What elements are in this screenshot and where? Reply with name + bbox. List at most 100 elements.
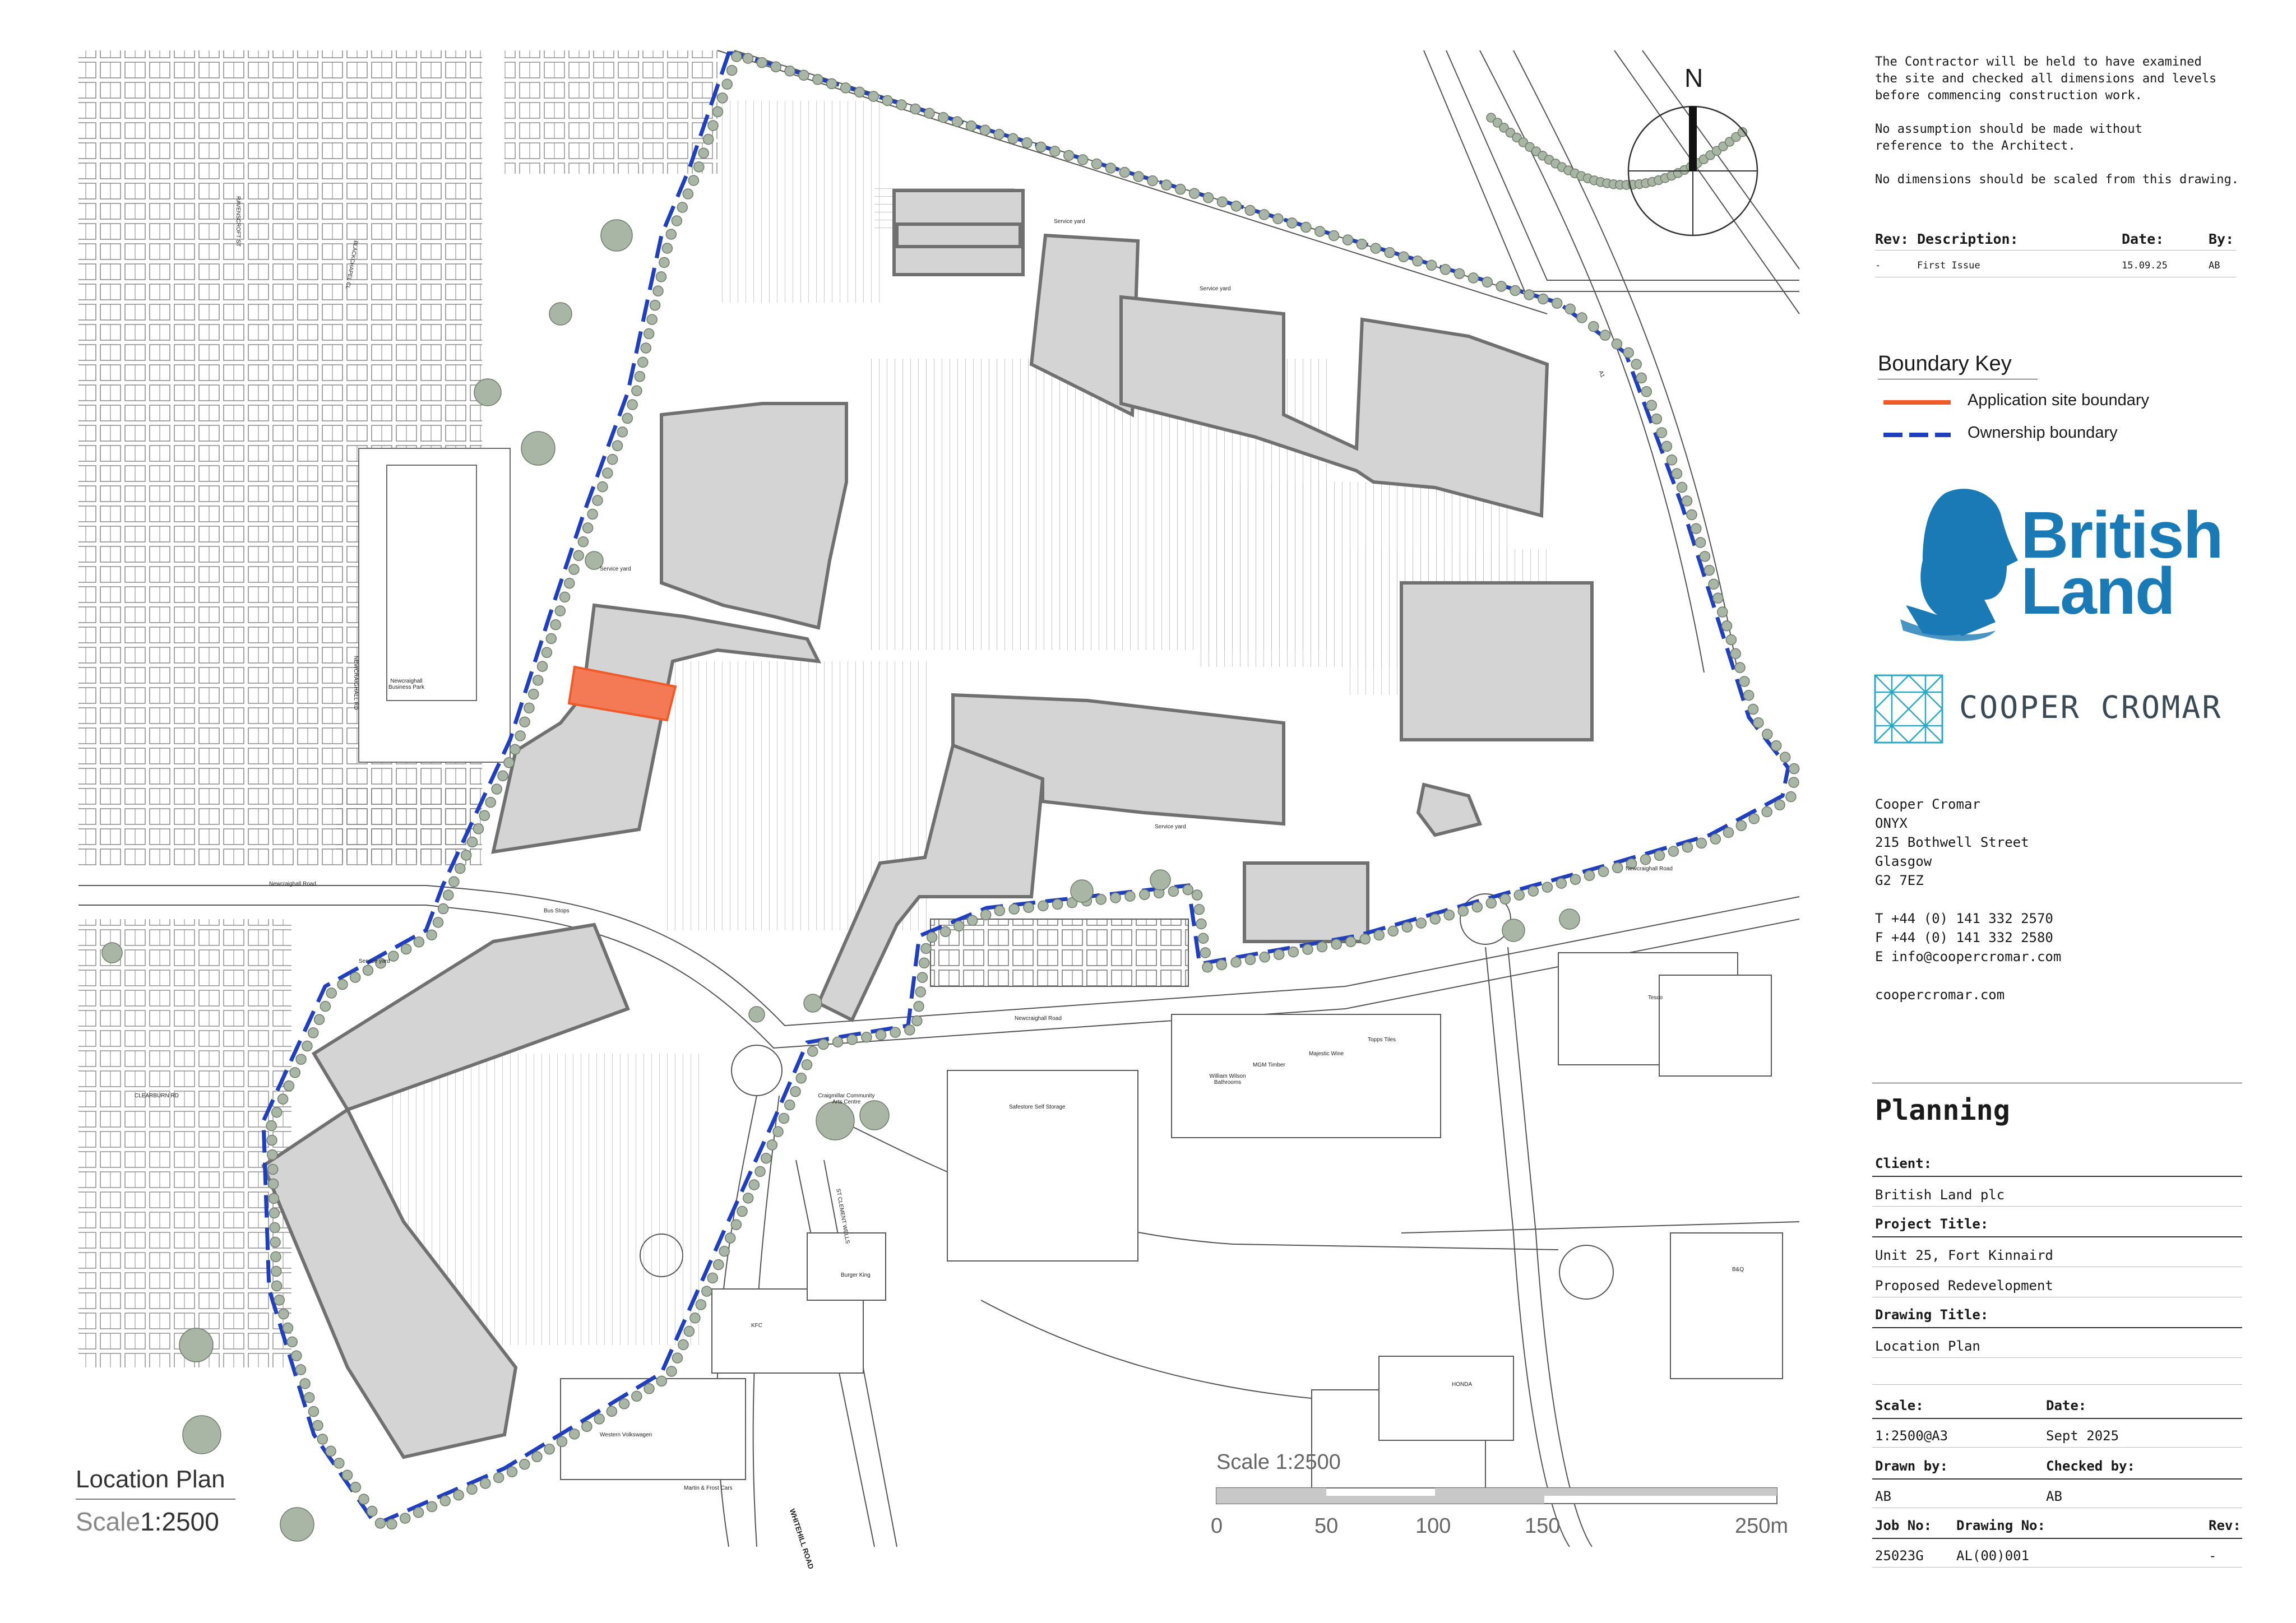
rev-value: - <box>2209 1548 2217 1564</box>
tree <box>515 730 526 741</box>
tree <box>581 1421 592 1432</box>
tree <box>730 1219 742 1231</box>
tree <box>366 1505 378 1517</box>
tree <box>965 120 977 132</box>
tree <box>1710 833 1721 845</box>
roads <box>78 50 1800 1547</box>
tree <box>544 1444 555 1455</box>
tree <box>1564 303 1576 315</box>
stage-title: Planning <box>1875 1094 2010 1126</box>
tree <box>784 65 795 77</box>
tree <box>644 1383 655 1394</box>
tree <box>1584 870 1595 881</box>
tree <box>1641 386 1652 397</box>
tree <box>358 1494 369 1505</box>
tree <box>678 1339 689 1351</box>
tree <box>1230 957 1242 968</box>
checked-value: AB <box>2046 1488 2062 1504</box>
map-scale-text: Scale1:2500 <box>76 1506 219 1537</box>
tree <box>826 78 837 90</box>
tree <box>1588 321 1599 332</box>
tree <box>659 257 670 268</box>
tree <box>268 1193 280 1204</box>
tree <box>1401 921 1413 933</box>
website-link[interactable]: coopercromar.com <box>1875 987 2005 1003</box>
tree <box>784 1099 795 1111</box>
tree <box>320 1000 331 1012</box>
tree <box>1110 892 1121 903</box>
project-value-line2: Proposed Redevelopment <box>1875 1278 2053 1293</box>
tree <box>577 536 589 548</box>
tree <box>270 1251 281 1263</box>
email-link[interactable]: E info@coopercromar.com <box>1875 949 2062 964</box>
tree <box>594 1413 605 1425</box>
tree <box>702 133 714 145</box>
label-kfc: KFC <box>751 1323 762 1329</box>
tree <box>748 1006 765 1023</box>
date-value: Sept 2025 <box>2046 1428 2119 1444</box>
tree <box>1370 243 1381 254</box>
tree <box>519 1459 530 1470</box>
tree <box>801 1059 813 1070</box>
tree <box>399 1513 411 1524</box>
label-tesco: Tesco <box>1648 995 1663 1001</box>
contractor-notes: The Contractor will be held to have exam… <box>1875 54 2239 188</box>
tree <box>313 1014 325 1026</box>
tree <box>1734 662 1746 673</box>
tree <box>308 1406 320 1417</box>
checked-label: Checked by: <box>2046 1458 2135 1474</box>
tree <box>1779 752 1791 763</box>
tree <box>1425 259 1437 271</box>
rev-header: By: <box>2209 231 2234 247</box>
tree <box>756 57 768 68</box>
tree <box>1785 791 1797 803</box>
south-commercial <box>560 919 1783 1491</box>
label-service-yard: Service yard <box>1054 219 1085 225</box>
tree <box>1492 118 1503 128</box>
tree <box>1770 740 1782 752</box>
tree <box>1216 196 1228 208</box>
tree <box>795 1073 807 1084</box>
address-line: G2 7EZ <box>1875 873 1924 888</box>
label-business-park: Newcraighall Business Park <box>388 678 424 690</box>
tree <box>1731 132 1741 142</box>
tree <box>1124 891 1136 902</box>
tree <box>1150 869 1171 891</box>
tree <box>712 1259 724 1270</box>
scale-word: Scale <box>76 1507 141 1536</box>
tree <box>506 1466 518 1477</box>
tree <box>627 399 638 410</box>
tree <box>1612 862 1623 874</box>
tree <box>1182 884 1194 896</box>
tree <box>1007 133 1019 145</box>
tree <box>1788 777 1799 788</box>
tree <box>532 675 544 686</box>
tree <box>1038 900 1049 912</box>
british-land-line2: Land <box>2021 554 2175 628</box>
tree <box>1631 359 1642 370</box>
client-value: British Land plc <box>1875 1187 2005 1203</box>
tree <box>1646 400 1658 411</box>
tree <box>362 964 374 976</box>
tree <box>1398 251 1409 262</box>
tree <box>1599 330 1611 341</box>
tree <box>1636 372 1647 384</box>
tree <box>915 986 927 998</box>
tree <box>460 850 472 861</box>
british-land-logo-text: British Land <box>2021 502 2224 628</box>
tree <box>1739 676 1750 687</box>
tree <box>1052 898 1063 910</box>
tree <box>1505 128 1516 138</box>
tree <box>1188 188 1200 199</box>
tree <box>1412 255 1423 267</box>
tree <box>413 1507 424 1518</box>
tree <box>545 633 557 644</box>
tree <box>1598 866 1609 878</box>
tree <box>1486 113 1496 123</box>
note-line: the site and checked all dimensions and … <box>1875 72 2217 86</box>
business-park-plot <box>358 448 511 763</box>
tree <box>1202 962 1213 973</box>
tree <box>938 112 949 123</box>
drawing-no-value: AL(00)001 <box>1956 1548 2030 1564</box>
tree <box>859 1100 890 1130</box>
